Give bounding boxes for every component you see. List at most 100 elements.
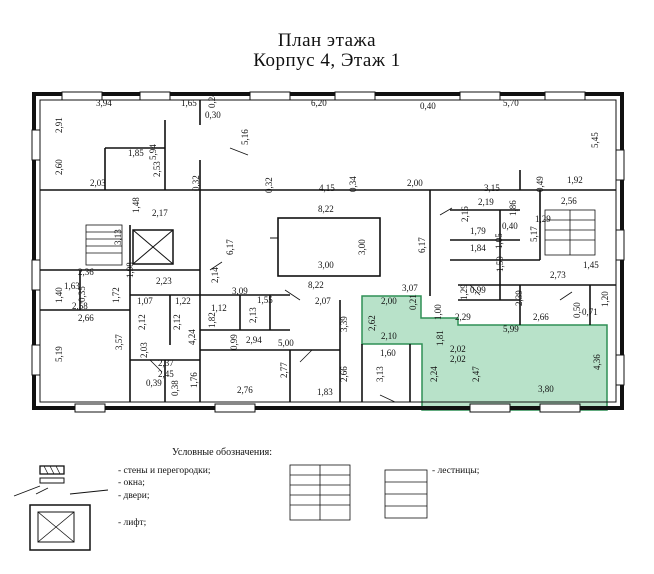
dim-label: 1,98 [125,262,135,278]
dim-label: 2,91 [54,117,64,133]
dim-label: 3,09 [232,286,248,296]
dim-label: 1,48 [131,197,141,213]
dim-label: 2,17 [152,208,168,218]
legend-wall-symbol [39,465,65,475]
dim-label: 2,39 [514,290,524,306]
dim-label: 2,60 [54,159,64,175]
legend-lift: - лифт; [118,518,147,528]
dim-label: 5,16 [240,129,250,145]
dim-label: 2,37 [158,358,174,368]
dim-label: 0,39 [146,378,162,388]
dim-label: 2,00 [407,178,423,188]
dim-label: 3,39 [339,316,349,332]
dim-label: 3,07 [402,283,418,293]
stairs-left [85,224,123,266]
dim-label: 1,82 [207,312,217,328]
dim-label: 2,29 [455,312,471,322]
legend-title: Условные обозначения: [172,447,273,458]
legend-stairs: - лестницы; [432,466,480,476]
dim-label: 2,94 [246,335,262,345]
dim-label: 2,19 [478,197,494,207]
dim-label: 0,32 [191,175,201,191]
dim-label: 2,36 [78,267,94,277]
doors [149,147,573,403]
dim-label: 0,49 [535,176,545,192]
dim-label: 2,73 [550,270,566,280]
dim-label: 2,12 [172,314,182,330]
dim-label: 8,22 [318,204,334,214]
highlighted-unit[interactable] [361,295,608,411]
dim-label: 1,05 [494,233,504,249]
dim-label: 1,85 [128,148,144,158]
dim-label: 0,99 [229,334,239,350]
dim-label: 1,00 [433,304,443,320]
dim-label: 1,45 [583,260,599,270]
dim-label: 1,29 [459,284,469,300]
dim-label: 8,22 [308,280,324,290]
dim-label: 5,19 [54,346,64,362]
dim-label: 1,63 [64,281,80,291]
dim-label: 2,77 [279,362,289,378]
dim-label: 1,40 [54,287,64,303]
dim-label: 1,84 [470,243,486,253]
dim-label: 1,55 [257,295,273,305]
dim-label: 5,45 [590,132,600,148]
dim-label: 1,92 [567,175,583,185]
dim-label: 2,76 [237,385,253,395]
dim-label: 3,00 [318,260,334,270]
stairs-right [544,209,596,256]
dim-label: 6,17 [225,239,235,255]
dim-label: 2,23 [156,276,172,286]
dim-label: 6,20 [311,98,327,108]
dim-label: 2,00 [381,296,397,306]
dim-label: 3,80 [538,384,554,394]
dim-label: 2,10 [381,331,397,341]
dim-label: 0,35 [77,286,87,302]
lift-shaft [132,229,174,265]
dim-label: 2,47 [471,366,481,382]
dim-label: 4,15 [319,183,335,193]
dim-label: 0,71 [582,307,598,317]
dim-label: 5,94 [148,144,158,160]
dim-label: 2,53 [152,161,162,177]
dim-label: 2,66 [533,312,549,322]
dim-label: 0,38 [170,380,180,396]
dim-label: 3,00 [357,239,367,255]
atrium [277,217,381,277]
dim-label: 2,13 [248,307,258,323]
dim-label: 0,34 [348,176,358,192]
dim-label: 4,24 [187,329,197,345]
dim-label: 2,56 [561,196,577,206]
dim-label: 0,40 [420,101,436,111]
windows [31,91,625,413]
dim-label: 0,30 [205,110,221,120]
dim-label: 2,02 [450,344,466,354]
dim-label: 0,21 [408,294,418,310]
dim-label: 1,86 [508,200,518,216]
dim-label: 2,24 [429,366,439,382]
dim-label: 1,79 [470,226,486,236]
dim-label: 1,59 [495,256,505,272]
dim-label: 2,12 [137,314,147,330]
dim-label: 1,60 [380,348,396,358]
dim-label: 2,45 [158,369,174,379]
dim-label: 2,14 [210,267,220,283]
dim-label: 1,12 [211,303,227,313]
dim-label: 0,50 [572,302,582,318]
plan-title: План этажа [277,30,377,51]
dim-label: 6,17 [417,237,427,253]
dim-label: 2,03 [139,342,149,358]
dim-label: 2,66 [339,366,349,382]
interior-walls [40,100,616,402]
dim-label: 0,24 [207,92,217,108]
legend-lift-symbol [29,504,91,551]
dim-label: 2,03 [90,178,106,188]
legend-window-symbol [39,477,65,484]
dim-label: 5,70 [503,98,519,108]
dim-label: 5,00 [278,338,294,348]
dim-label: 3,57 [114,334,124,350]
dim-label: 3,94 [96,98,112,108]
dimension-labels: 3,94 1,65 0,24 0,30 6,20 0,40 5,70 2,91 … [54,92,610,397]
dim-label: 2,58 [72,301,88,311]
